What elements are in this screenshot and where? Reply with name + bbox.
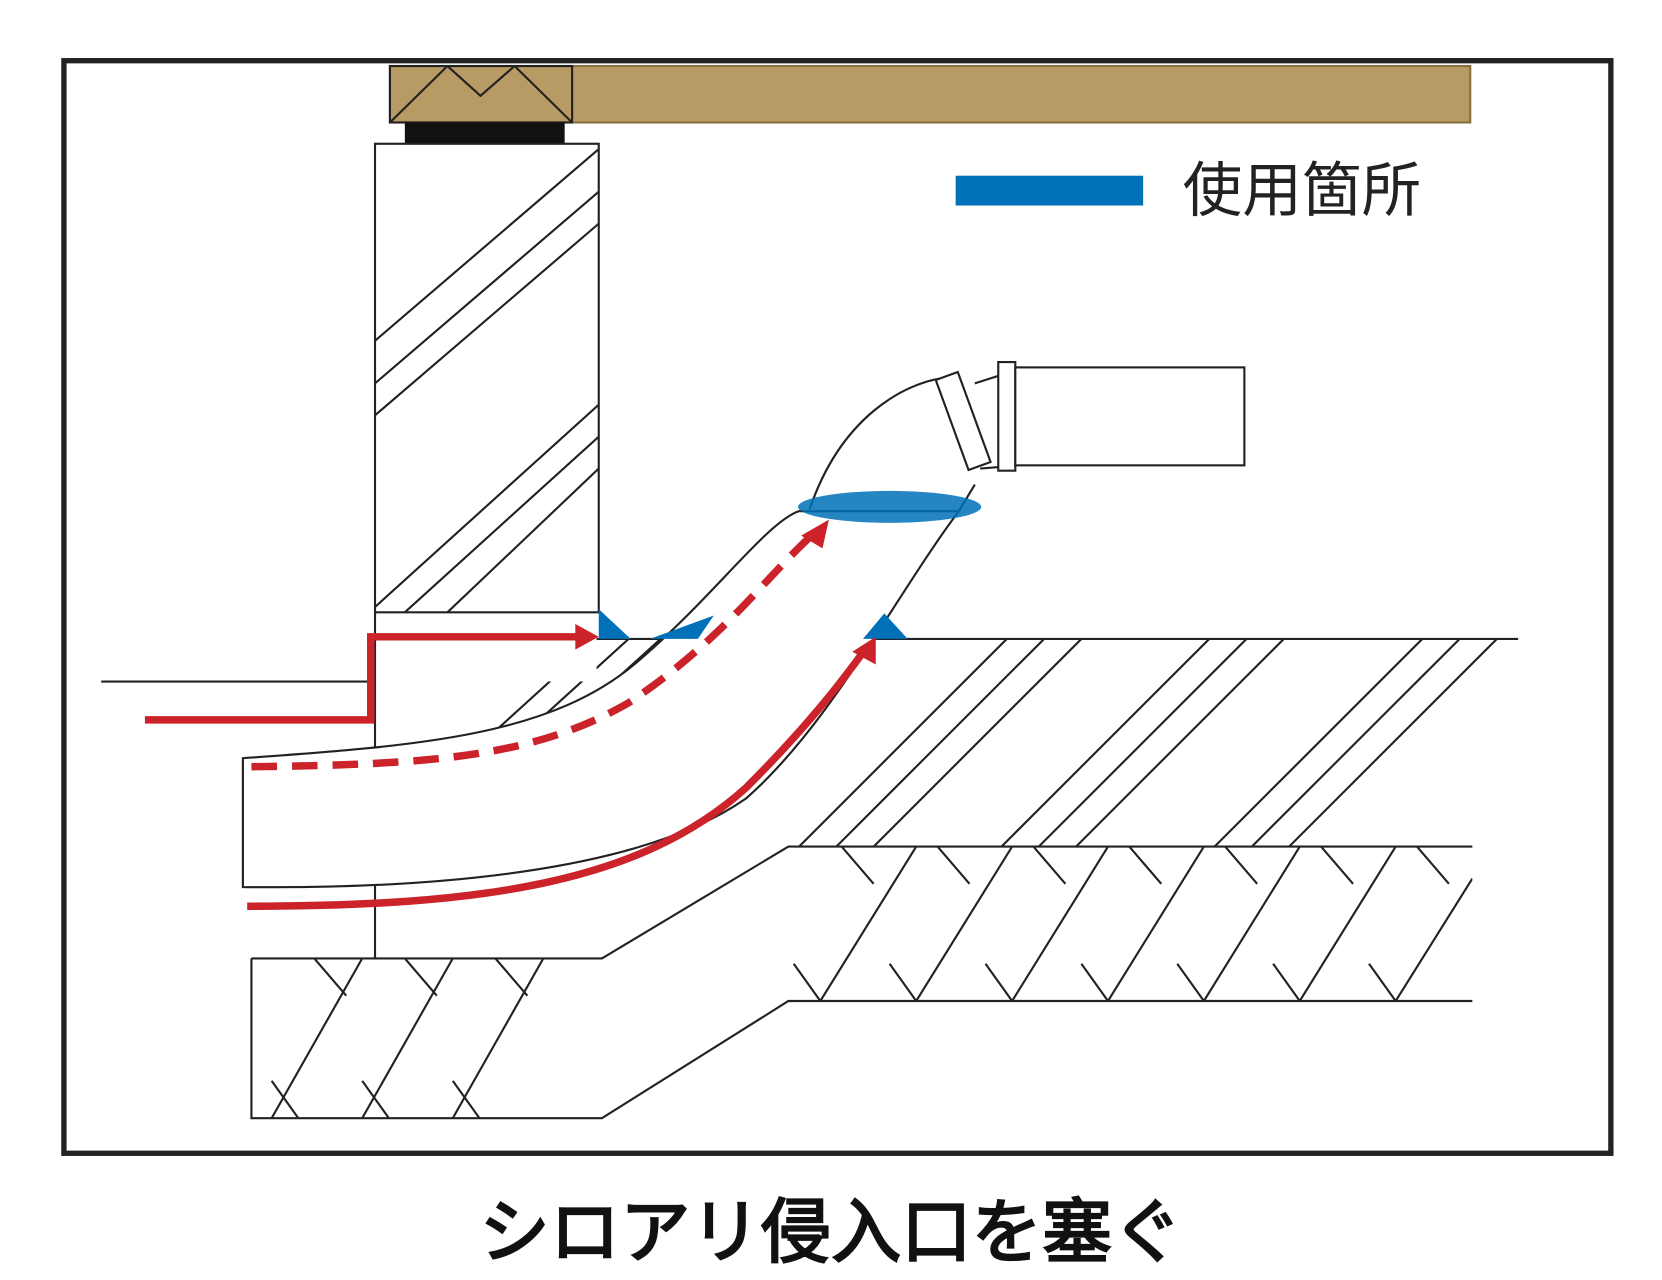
diagram-title: シロアリ侵入口を塞ぐ — [480, 1192, 1183, 1274]
seal-points — [598, 490, 982, 639]
foundation-wall — [373, 142, 600, 614]
route-outside-pipe-arrow — [247, 647, 869, 910]
route-inside-pipe-arrow — [251, 529, 818, 771]
sill-packing — [404, 122, 565, 144]
termite-routes — [144, 519, 876, 910]
seal-pipe-right — [862, 613, 908, 639]
legend: 使用箇所 — [955, 157, 1422, 226]
floor-beam — [388, 64, 1472, 124]
seal-pipe-left — [649, 615, 714, 639]
legend-swatch — [955, 175, 1144, 206]
route-wall-arrow — [144, 633, 581, 724]
seal-pipe-joint — [797, 490, 982, 523]
legend-label: 使用箇所 — [1183, 157, 1422, 226]
gravel-layer — [250, 845, 1473, 1120]
